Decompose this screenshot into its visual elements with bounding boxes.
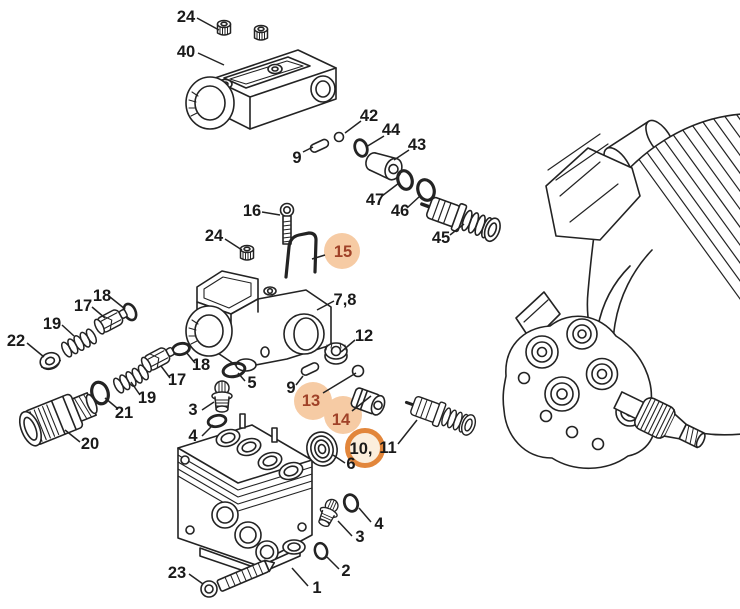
highlight-circle-13[interactable] bbox=[294, 382, 332, 420]
part-label-46[interactable]: 46 bbox=[391, 202, 409, 220]
part-label-6[interactable]: 6 bbox=[346, 455, 355, 473]
part-label-44[interactable]: 44 bbox=[382, 121, 401, 139]
highlight-ring-10[interactable] bbox=[345, 428, 385, 468]
part-label-20[interactable]: 20 bbox=[81, 435, 99, 453]
part-label-15-highlighted[interactable]: 15 bbox=[334, 243, 352, 261]
part-label-2[interactable]: 2 bbox=[341, 562, 350, 580]
part-label-17-mid[interactable]: 17 bbox=[168, 371, 186, 389]
motor-assembly-drawing bbox=[502, 113, 740, 470]
part-label-42[interactable]: 42 bbox=[360, 107, 378, 125]
highlight-circle-15[interactable] bbox=[324, 233, 360, 269]
fitting-12-drawing bbox=[324, 342, 348, 365]
part-label-7-8[interactable]: 7,8 bbox=[334, 291, 357, 309]
part-label-4-bottom[interactable]: 4 bbox=[374, 515, 384, 533]
part-label-12[interactable]: 12 bbox=[355, 327, 373, 345]
part-label-19-mid[interactable]: 19 bbox=[138, 389, 156, 407]
clip-15-drawing bbox=[284, 231, 318, 279]
part-label-9-mid[interactable]: 9 bbox=[286, 379, 295, 397]
part-label-13-highlighted[interactable]: 13 bbox=[302, 392, 320, 410]
part-label-18-mid[interactable]: 18 bbox=[192, 356, 210, 374]
part-label-17-left[interactable]: 17 bbox=[74, 297, 92, 315]
part-label-24-mid[interactable]: 24 bbox=[205, 227, 224, 245]
part-label-16[interactable]: 16 bbox=[243, 202, 261, 220]
part-label-10-circled[interactable]: 10, bbox=[350, 440, 373, 458]
part-label-9-top[interactable]: 9 bbox=[292, 149, 301, 167]
screw-16-drawing bbox=[279, 202, 295, 245]
part-label-18-left[interactable]: 18 bbox=[93, 287, 111, 305]
part-label-40[interactable]: 40 bbox=[177, 43, 195, 61]
part-label-23[interactable]: 23 bbox=[168, 564, 186, 582]
screw-23-drawing bbox=[200, 559, 276, 598]
part-label-1[interactable]: 1 bbox=[312, 579, 321, 597]
manifold-40-drawing bbox=[185, 49, 337, 130]
part-label-4-mid[interactable]: 4 bbox=[188, 427, 198, 445]
part-label-14-highlighted[interactable]: 14 bbox=[332, 411, 351, 429]
part-label-19-left[interactable]: 19 bbox=[43, 315, 61, 333]
cylinder-head-1-drawing bbox=[177, 413, 313, 576]
part-label-47[interactable]: 47 bbox=[366, 191, 384, 209]
part-label-3-mid[interactable]: 3 bbox=[188, 401, 197, 419]
leader-lines bbox=[26, 17, 465, 587]
part-label-45[interactable]: 45 bbox=[432, 229, 450, 247]
bearing-6-drawing bbox=[306, 431, 338, 467]
manifold-78-drawing bbox=[185, 270, 332, 372]
part-label-21[interactable]: 21 bbox=[115, 404, 133, 422]
part-label-3-bottom[interactable]: 3 bbox=[355, 528, 364, 546]
part-label-22[interactable]: 22 bbox=[7, 332, 25, 350]
diagram-artwork bbox=[18, 19, 740, 598]
part-label-43[interactable]: 43 bbox=[408, 136, 426, 154]
part-label-5[interactable]: 5 bbox=[247, 374, 256, 392]
part-label-24-top[interactable]: 24 bbox=[177, 8, 196, 26]
part-label-11[interactable]: 11 bbox=[379, 439, 396, 457]
part-labels: 24 40 9 42 44 43 47 46 45 16 24 15 7,8 1… bbox=[7, 8, 450, 597]
